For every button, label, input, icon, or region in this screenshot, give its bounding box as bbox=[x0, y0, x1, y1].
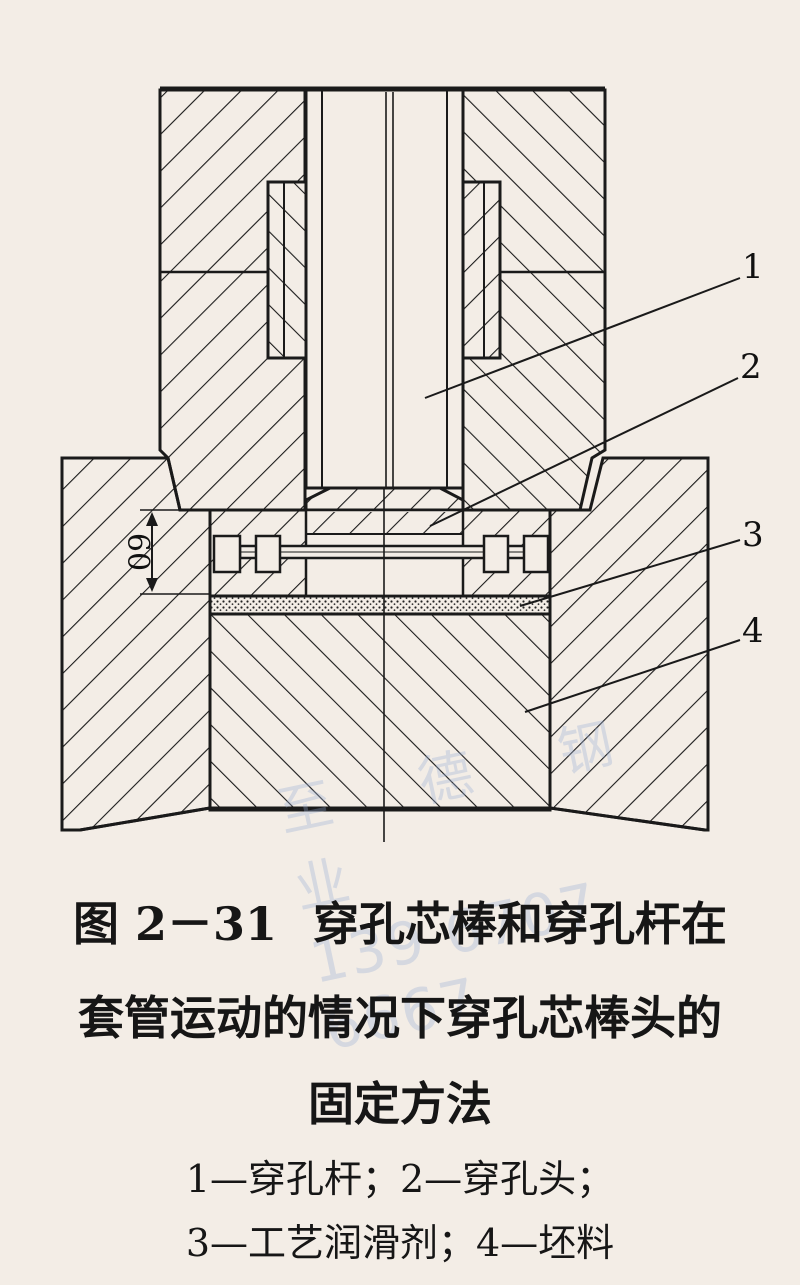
bushing-right bbox=[460, 180, 502, 360]
nut-left-inner bbox=[254, 534, 282, 574]
nut-right-inner bbox=[482, 534, 510, 574]
callout-2: 2 bbox=[740, 347, 762, 387]
figure-title-line1: 图 2－31 穿孔芯棒和穿孔杆在 bbox=[0, 888, 800, 954]
figure-number: 图 2－31 bbox=[72, 897, 278, 951]
callout-3: 3 bbox=[742, 515, 764, 555]
leader-lines bbox=[424, 277, 741, 713]
lubricant-layer bbox=[208, 594, 552, 616]
figure-title-line2: 套管运动的情况下穿孔芯棒头的 bbox=[78, 991, 722, 1045]
dimension-label: 60 bbox=[120, 533, 155, 571]
callout-1: 1 bbox=[742, 247, 764, 287]
piercing-rod bbox=[304, 88, 465, 490]
piercing-mandrel-diagram: 60 1 2 3 4 bbox=[60, 86, 764, 842]
dimension-60: 60 bbox=[120, 509, 210, 595]
legend-line1: 1—穿孔杆；2—穿孔头； bbox=[185, 1157, 615, 1201]
bushing-left bbox=[266, 180, 308, 360]
figure-title-line3: 固定方法 bbox=[308, 1077, 492, 1131]
figure-title-text1: 穿孔芯棒和穿孔杆在 bbox=[313, 897, 728, 951]
container-body bbox=[60, 456, 710, 832]
callout-4: 4 bbox=[742, 611, 764, 651]
billet bbox=[208, 612, 552, 812]
nut-left-outer bbox=[212, 534, 242, 574]
nut-right-outer bbox=[522, 534, 550, 574]
tie-bolt bbox=[212, 534, 550, 574]
legend-line2: 3—工艺润滑剂；4—坯料 bbox=[185, 1221, 615, 1265]
